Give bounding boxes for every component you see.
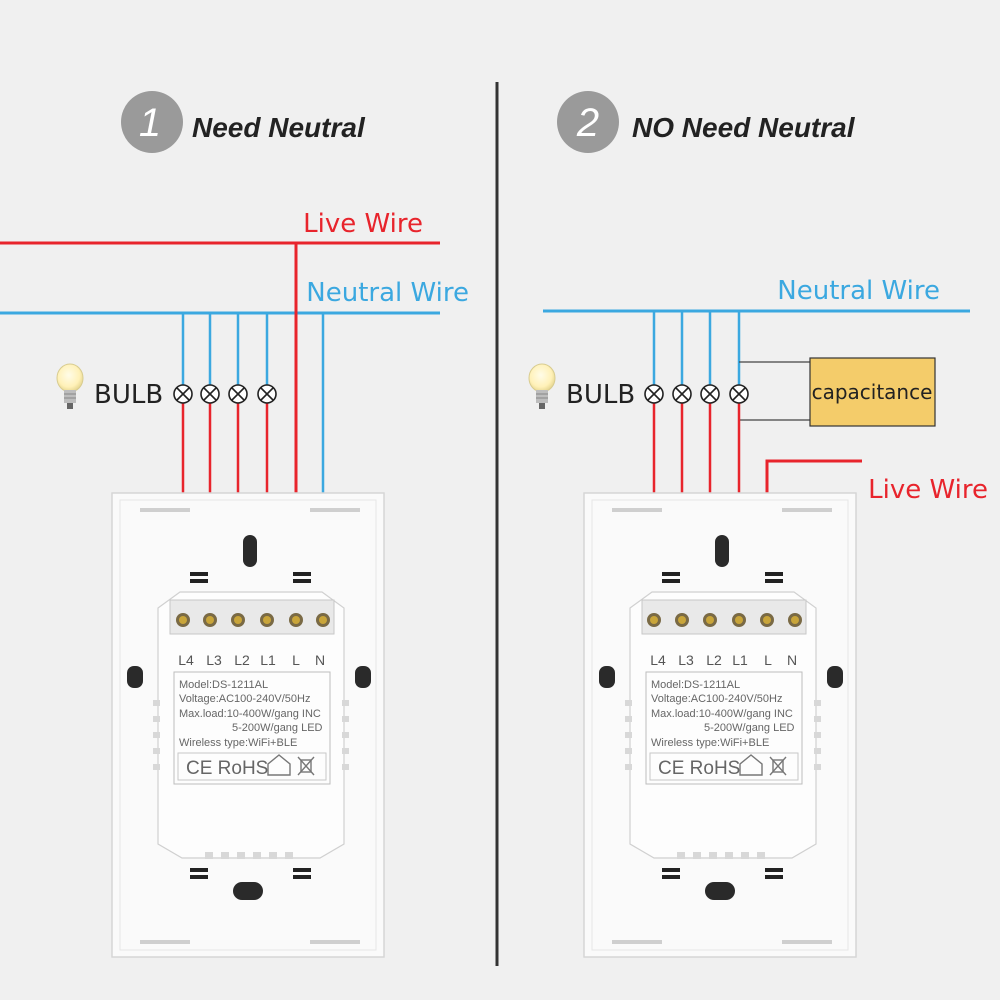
smart-switch-back-1: L4 L3 L2 L1 L N Model:DS-1211AL Voltage:…	[111, 492, 385, 958]
capacitance-label: capacitance	[812, 380, 933, 404]
terminal-label: L3	[206, 652, 222, 668]
spec-wireless: Wireless type:WiFi+BLE	[179, 737, 297, 749]
house-icon	[739, 754, 763, 776]
panel-no-need-neutral: 2 NO Need Neutral Neutral Wire capacitan…	[528, 91, 988, 958]
terminal-label: L3	[678, 652, 694, 668]
neutral-wire-label-2: Neutral Wire	[777, 276, 940, 306]
house-icon	[267, 754, 291, 776]
spec-voltage: Voltage:AC100-240V/50Hz	[179, 693, 310, 705]
certification-marks: CE RoHS	[186, 758, 268, 779]
step-badge-2	[557, 91, 619, 153]
step-badge-1	[121, 91, 183, 153]
live-wire-label-1: Live Wire	[303, 209, 423, 239]
live-wire-label-2: Live Wire	[868, 475, 988, 505]
capacitance-box	[809, 357, 936, 427]
terminal-label: L1	[732, 652, 748, 668]
terminal-screws-1	[176, 613, 330, 627]
bulb-label-1: BULB	[94, 380, 163, 410]
terminal-label: N	[315, 652, 325, 668]
step-number-2: 2	[576, 101, 599, 145]
panel-title-2: NO Need Neutral	[632, 112, 856, 143]
bulb-icon	[528, 363, 556, 409]
weee-bin-icon	[297, 756, 315, 776]
spec-led: 5-200W/gang LED	[704, 722, 795, 734]
certification-marks: CE RoHS	[658, 758, 740, 779]
bulb-icon	[56, 363, 84, 409]
terminal-screws-2	[647, 613, 802, 627]
capacitance-wires	[739, 361, 810, 421]
spec-maxload: Max.load:10-400W/gang INC	[651, 708, 793, 720]
neutral-drops-2	[652, 311, 741, 386]
spec-wireless: Wireless type:WiFi+BLE	[651, 737, 769, 749]
terminal-label: L	[764, 652, 772, 668]
neutral-wire-label-1: Neutral Wire	[306, 278, 469, 308]
panel-title-1: Need Neutral	[192, 112, 366, 143]
bulb-symbols-2	[644, 384, 749, 404]
terminal-label: L4	[178, 652, 194, 668]
spec-model: Model:DS-1211AL	[651, 679, 740, 691]
smart-switch-back-2: L4 L3 L2 L1 L N Model:DS-1211AL Voltage:…	[583, 492, 857, 958]
terminal-label: N	[787, 652, 797, 668]
terminal-label: L	[292, 652, 300, 668]
bulb-symbols-1	[173, 384, 277, 404]
panel-need-neutral: 1 Need Neutral Live Wire Neutral Wire	[0, 91, 469, 958]
bulb-label-2: BULB	[566, 380, 635, 410]
terminal-label: L1	[260, 652, 276, 668]
weee-bin-icon	[769, 756, 787, 776]
spec-voltage: Voltage:AC100-240V/50Hz	[651, 693, 782, 705]
terminal-label: L2	[234, 652, 250, 668]
step-number-1: 1	[139, 101, 161, 145]
spec-maxload: Max.load:10-400W/gang INC	[179, 708, 321, 720]
spec-led: 5-200W/gang LED	[232, 722, 323, 734]
terminal-label: L2	[706, 652, 722, 668]
terminal-label: L4	[650, 652, 666, 668]
spec-model: Model:DS-1211AL	[179, 679, 268, 691]
